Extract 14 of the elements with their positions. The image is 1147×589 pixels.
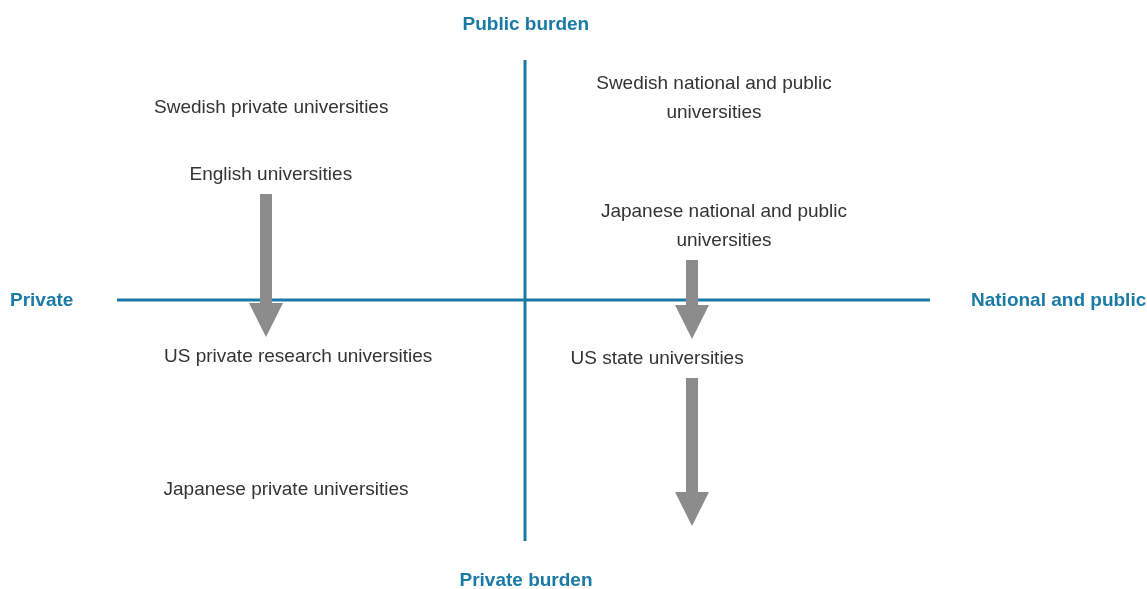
- arrow: [249, 194, 283, 337]
- category-label: US state universities: [570, 343, 744, 372]
- axis-label: Private burden: [459, 568, 593, 589]
- category-label: English universities: [189, 159, 353, 188]
- category-label: Japanese private universities: [163, 474, 409, 503]
- arrow: [675, 378, 709, 526]
- category-label: US private research universities: [164, 341, 433, 370]
- axis-label: Public burden: [462, 12, 590, 36]
- category-label: Swedish national and public universities: [569, 68, 859, 126]
- arrow: [675, 260, 709, 339]
- category-label: Japanese national and public universities: [579, 196, 869, 254]
- axis-label: National and public: [971, 288, 1147, 312]
- axis-label: Private: [10, 288, 74, 312]
- category-label: Swedish private universities: [154, 92, 389, 121]
